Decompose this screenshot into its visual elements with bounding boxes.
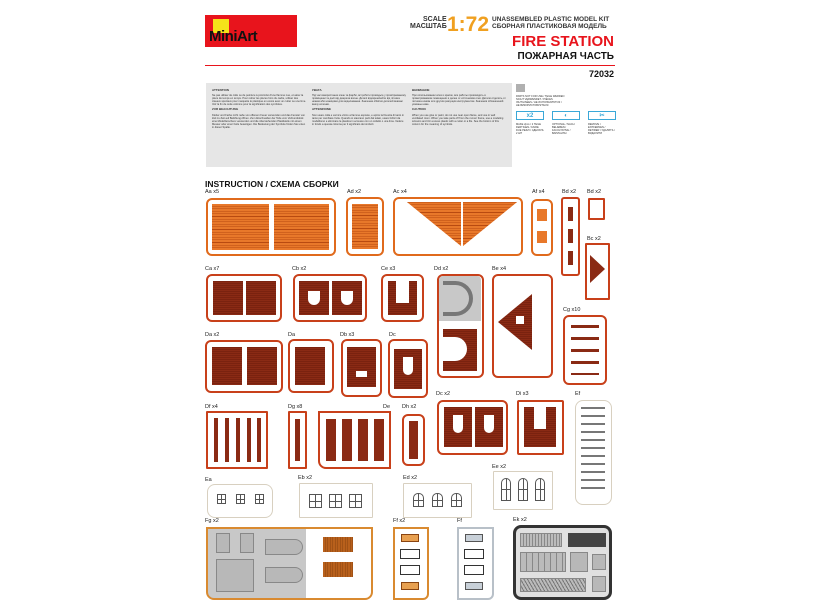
safety-notes: ATTENTION Ne pas utiliser de colle ou de… bbox=[206, 83, 512, 167]
vnimanie-text: При использовании клея и красок, все раб… bbox=[412, 94, 506, 107]
sprue-label: Ea bbox=[205, 477, 212, 483]
sprue-label: Ac x4 bbox=[393, 189, 407, 195]
sprue-ad bbox=[346, 197, 384, 256]
zur-text: Kleber und Farbe nicht nahe von offenem … bbox=[212, 113, 306, 129]
sprue-label: Ef bbox=[575, 391, 581, 397]
make-two-icon: x2 bbox=[516, 111, 544, 120]
sprue-label: Ee x2 bbox=[492, 464, 507, 470]
sprue-df bbox=[206, 411, 268, 469]
sprue-label: Di x3 bbox=[516, 391, 529, 397]
sprue-aa bbox=[206, 198, 336, 256]
sprue-da-2 bbox=[205, 340, 283, 393]
sprue-bc bbox=[585, 243, 610, 300]
sprue-label: Bd x2 bbox=[587, 189, 602, 195]
instruction-heading: INSTRUCTION / СХЕМА СБОРКИ bbox=[205, 179, 339, 189]
not-for-use-swatch bbox=[516, 84, 525, 92]
zur-heading: ZUR BEACHTUNG bbox=[212, 107, 239, 112]
sprue-be bbox=[492, 274, 553, 378]
sprue-da bbox=[288, 339, 334, 393]
sprue-label: Be x4 bbox=[492, 266, 507, 272]
miniart-logo: MiniArt bbox=[205, 15, 297, 47]
sprue-ed bbox=[403, 483, 472, 518]
sprue-label: Cb x2 bbox=[292, 266, 307, 272]
sprue-di bbox=[517, 400, 564, 455]
sprue-eb bbox=[299, 483, 373, 518]
sprue-ek bbox=[513, 525, 612, 600]
sprue-label: Dh x2 bbox=[402, 404, 417, 410]
sprue-ff bbox=[457, 527, 494, 600]
symbol-legend: PARTS NOT FOR USE / TEILE WERDEN NICHT V… bbox=[516, 84, 616, 168]
uvaga-text: Під час використання клею та фарби, всі … bbox=[312, 94, 406, 107]
attenzione-text: Non usare colla e vernice vicino a fiamm… bbox=[312, 113, 404, 126]
sprue-label: Bc x2 bbox=[587, 236, 601, 242]
symbol-text: OPTIONAL / NACH BELIEBEN / FACOLTATIVE /… bbox=[552, 123, 575, 135]
sprue-dc bbox=[388, 339, 428, 398]
symbol-text: REMOVE / ENTFERNEN / RETIRER / УДАЛИТЬ /… bbox=[588, 123, 615, 135]
sprue-dh bbox=[402, 414, 425, 466]
sprue-label: Db x3 bbox=[340, 332, 355, 338]
sprue-af bbox=[531, 199, 553, 256]
sprue-label: Dc x2 bbox=[436, 391, 451, 397]
sprue-fg bbox=[206, 527, 373, 600]
kit-number: 72032 bbox=[588, 69, 614, 79]
sprue-label: Bd x2 bbox=[562, 189, 577, 195]
sprue-ea bbox=[207, 484, 273, 518]
not-for-use-text: PARTS NOT FOR USE / TEILE WERDEN NICHT V… bbox=[516, 95, 565, 107]
vnimanie-heading: ВНИМАНИЕ bbox=[412, 88, 430, 92]
sprue-ff-2 bbox=[393, 527, 429, 600]
kit-title: FIRE STATION bbox=[512, 33, 614, 50]
sprue-label: Dg x8 bbox=[288, 404, 303, 410]
attention-text: Ne pas utiliser de colle ou de peinture … bbox=[212, 94, 307, 107]
sprue-label: Ed x2 bbox=[403, 475, 418, 481]
sprue-label: Ff bbox=[457, 518, 462, 524]
uvaga-heading: УВАГА bbox=[312, 88, 322, 92]
caution-heading: CAUTION bbox=[412, 107, 426, 112]
sprue-label: Aa x5 bbox=[205, 189, 220, 195]
sprue-label: Da bbox=[288, 332, 296, 338]
sprue-dd bbox=[437, 274, 484, 378]
sprue-ee bbox=[493, 471, 553, 510]
sprue-label: Ca x7 bbox=[205, 266, 220, 272]
sprue-label: Fg x2 bbox=[205, 518, 219, 524]
sprue-label: Cg x10 bbox=[563, 307, 581, 313]
optional-icon: ◐ bbox=[552, 111, 580, 120]
sprue-label: Eb x2 bbox=[298, 475, 313, 481]
sprue-cg bbox=[563, 315, 607, 385]
sprue-label: Df x4 bbox=[205, 404, 218, 410]
sprue-ca bbox=[206, 274, 282, 322]
sprue-label: Da x2 bbox=[205, 332, 220, 338]
header-divider bbox=[205, 65, 615, 66]
sprue-label: Ek x2 bbox=[513, 517, 527, 523]
sprue-label: De bbox=[383, 404, 391, 410]
sprue-label: Af x4 bbox=[532, 189, 545, 195]
sprue-de bbox=[318, 411, 391, 469]
sprue-bd-1 bbox=[561, 197, 580, 276]
sprue-label: Ce x3 bbox=[381, 266, 396, 272]
sprue-ef bbox=[575, 400, 612, 505]
symbol-text: MAKE 2pcs / 2 TEILE FERTIGEN / FAIRE DUE… bbox=[516, 123, 544, 135]
brand-name: MiniArt bbox=[209, 28, 258, 45]
sprue-cb bbox=[293, 274, 367, 322]
scale-value: 1:72 bbox=[447, 13, 490, 36]
sprue-dc-2 bbox=[437, 400, 508, 455]
attenzione-heading: ATTENZIONE bbox=[312, 107, 331, 112]
caution-text: When you use glue or paint, do not use n… bbox=[412, 113, 504, 126]
kit-subtitle: ПОЖАРНАЯ ЧАСТЬ bbox=[517, 51, 614, 62]
sprue-label: Ff x2 bbox=[393, 518, 406, 524]
sprue-dg bbox=[288, 411, 307, 469]
sprue-bd-2 bbox=[588, 198, 605, 220]
sprue-label: Dc bbox=[389, 332, 396, 338]
sprue-db bbox=[341, 339, 382, 397]
sprue-ce bbox=[381, 274, 424, 322]
sprue-label: Ad x2 bbox=[347, 189, 362, 195]
sprue-label: Dd x2 bbox=[434, 266, 449, 272]
sprue-ac bbox=[393, 197, 523, 256]
remove-icon: ✂ bbox=[588, 111, 616, 120]
attention-heading: ATTENTION bbox=[212, 88, 229, 92]
